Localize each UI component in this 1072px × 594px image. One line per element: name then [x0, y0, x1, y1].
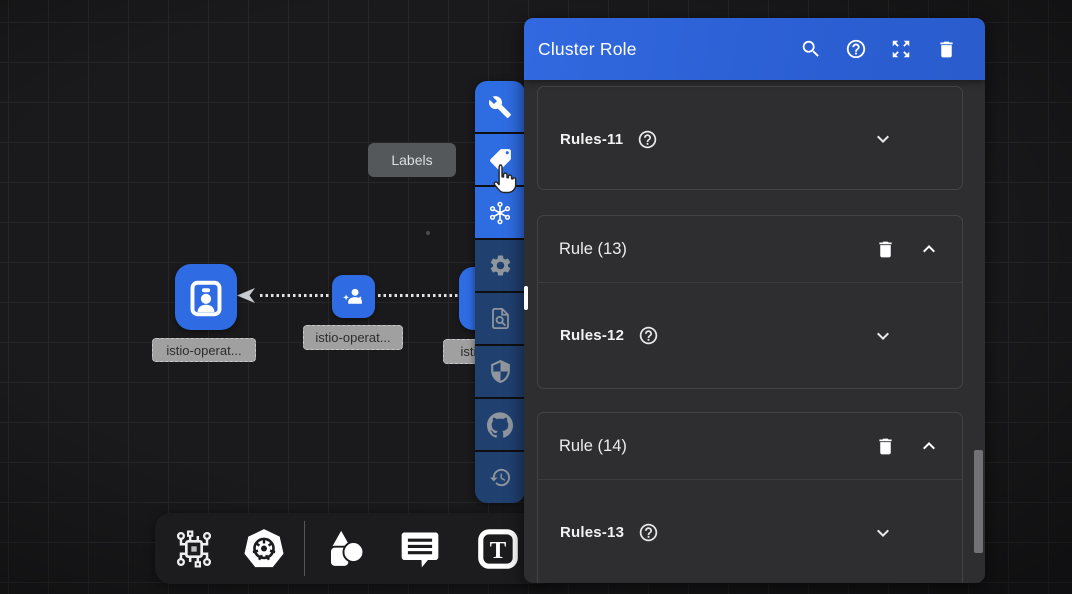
wrench-icon — [488, 95, 511, 118]
shield-icon — [490, 360, 510, 383]
github-icon — [487, 411, 513, 438]
collapse-rule-button[interactable] — [917, 237, 941, 261]
kubernetes-icon — [244, 529, 284, 568]
rules-row: Rules-12 — [538, 283, 962, 388]
expand-icon — [892, 40, 910, 58]
rules-label: Rules-13 — [560, 524, 625, 541]
delete-icon — [939, 41, 953, 57]
panel-left-scrollbar[interactable] — [524, 286, 528, 310]
bottom-toolbar: T — [155, 513, 557, 584]
help-icon — [639, 523, 658, 542]
chevron-down-icon — [877, 332, 889, 340]
history-button[interactable] — [475, 452, 525, 503]
settings-button[interactable] — [475, 240, 525, 291]
expand-rules-button[interactable] — [871, 127, 895, 151]
comment-button[interactable] — [397, 526, 443, 572]
delete-rule-button[interactable] — [875, 239, 896, 260]
rules-card: Rules-11 — [537, 86, 963, 190]
delete-icon — [879, 438, 892, 454]
comment-icon — [401, 532, 439, 568]
panel-scrollbar[interactable] — [974, 450, 983, 553]
labels-button[interactable] — [475, 134, 525, 185]
badge-icon — [190, 280, 222, 317]
rule-card: Rule (14) Rules-13 — [537, 412, 963, 583]
panel-body: Rules-11 Rule (13) — [524, 80, 985, 583]
delete-icon — [879, 241, 892, 257]
github-button[interactable] — [475, 399, 525, 450]
shapes-icon — [327, 526, 365, 568]
circuit-icon — [176, 530, 212, 568]
freeze-hub-icon — [489, 201, 511, 224]
rule-header: Rule (13) — [538, 216, 962, 283]
expand-rules-button[interactable] — [871, 521, 895, 545]
text-icon: T — [478, 529, 518, 569]
delete-button[interactable] — [935, 38, 957, 60]
labels-tag-icon — [489, 149, 511, 170]
rules-row: Rules-11 — [538, 87, 962, 191]
node-label[interactable]: istio-operat... — [152, 338, 256, 362]
doc-search-icon — [491, 308, 509, 329]
user-sparkle-icon — [343, 288, 363, 304]
help-button[interactable] — [845, 38, 867, 60]
kubernetes-components-button[interactable] — [241, 526, 287, 572]
chevron-down-icon — [877, 135, 889, 143]
panel-header: Cluster Role — [524, 18, 985, 80]
labels-tooltip: Labels — [368, 143, 456, 177]
circuit-components-button[interactable] — [171, 526, 217, 572]
validate-button[interactable] — [475, 293, 525, 344]
svg-text:T: T — [490, 537, 507, 564]
help-icon — [846, 39, 866, 59]
rule-title: Rule (13) — [559, 239, 627, 258]
cluster-role-panel: Cluster Role — [524, 18, 985, 583]
edge-arrowhead-icon — [237, 288, 255, 303]
help-icon — [639, 326, 658, 345]
delete-rule-button[interactable] — [875, 436, 896, 457]
toolbar-divider — [304, 521, 305, 576]
help-icon — [639, 130, 657, 148]
settings-icon — [490, 255, 510, 276]
help-button[interactable] — [637, 129, 658, 150]
rules-row: Rules-13 — [538, 480, 962, 583]
help-button[interactable] — [638, 325, 659, 346]
security-button[interactable] — [475, 346, 525, 397]
edge-dotted-segment — [260, 294, 330, 297]
rule-header: Rule (14) — [538, 413, 962, 480]
search-button[interactable] — [800, 38, 822, 60]
side-toolbar — [475, 81, 525, 503]
freeze-layout-button[interactable] — [475, 187, 525, 238]
rules-label: Rules-11 — [560, 130, 624, 148]
edge-dotted-segment — [378, 294, 462, 297]
text-tool-button[interactable]: T — [475, 526, 521, 572]
tools-button[interactable] — [475, 81, 525, 132]
expand-rules-button[interactable] — [871, 324, 895, 348]
help-button[interactable] — [638, 522, 659, 543]
panel-title: Cluster Role — [538, 38, 637, 59]
shapes-button[interactable] — [322, 526, 368, 572]
rules-label: Rules-12 — [560, 327, 625, 344]
canvas-dot — [426, 231, 430, 235]
node-label[interactable]: istio-operat... — [303, 325, 403, 350]
rule-card: Rule (13) Rules-12 — [537, 215, 963, 389]
collapse-rule-button[interactable] — [917, 434, 941, 458]
chevron-up-icon — [923, 245, 935, 253]
search-icon — [802, 40, 819, 57]
node-cluster-role[interactable] — [175, 264, 237, 330]
node-service-account[interactable] — [332, 275, 375, 318]
expand-button[interactable] — [890, 38, 912, 60]
history-icon — [489, 468, 510, 487]
chevron-down-icon — [877, 529, 889, 537]
chevron-up-icon — [923, 442, 935, 450]
rule-title: Rule (14) — [559, 436, 627, 455]
